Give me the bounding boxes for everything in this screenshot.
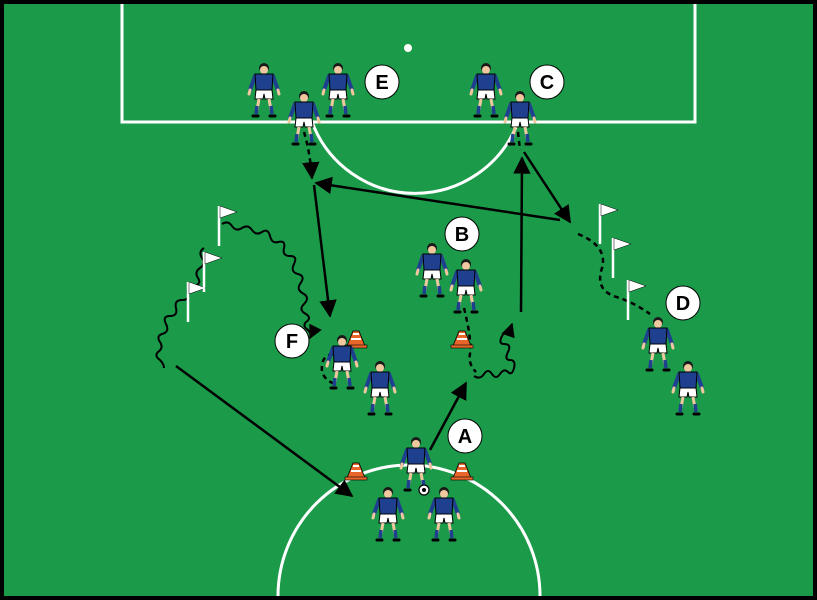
label-d: D	[665, 285, 701, 321]
label-b: B	[444, 216, 480, 252]
arrow-a-to-b	[428, 381, 468, 451]
run-c	[516, 131, 522, 151]
label-e-text: E	[375, 72, 388, 94]
arrow-e-to-f	[312, 184, 337, 318]
dribble-b	[473, 322, 516, 379]
label-a-text: A	[458, 426, 472, 448]
penalty-spot	[404, 44, 412, 52]
penalty-arc	[310, 121, 520, 195]
run-b	[462, 307, 477, 373]
penalty-box	[120, 4, 697, 124]
dribble-paths	[155, 221, 516, 379]
label-b-text: B	[455, 224, 469, 246]
run-d	[577, 232, 651, 316]
label-f-text: F	[286, 331, 298, 353]
label-c: C	[529, 64, 565, 100]
dribble-f	[221, 221, 322, 340]
arrow-c-to-d	[522, 151, 572, 224]
arrow-b-to-c	[513, 156, 531, 313]
dribble-left	[155, 247, 205, 369]
label-d-text: D	[676, 293, 690, 315]
label-a: A	[447, 418, 483, 454]
ball-icon	[418, 484, 430, 496]
label-f: F	[274, 323, 310, 359]
label-c-text: C	[540, 72, 554, 94]
pass-arrows	[175, 151, 572, 498]
arrow-dribble-to-a	[175, 364, 354, 498]
arrow-d-to-e	[314, 176, 561, 222]
label-e: E	[364, 64, 400, 100]
run-e	[302, 131, 320, 180]
